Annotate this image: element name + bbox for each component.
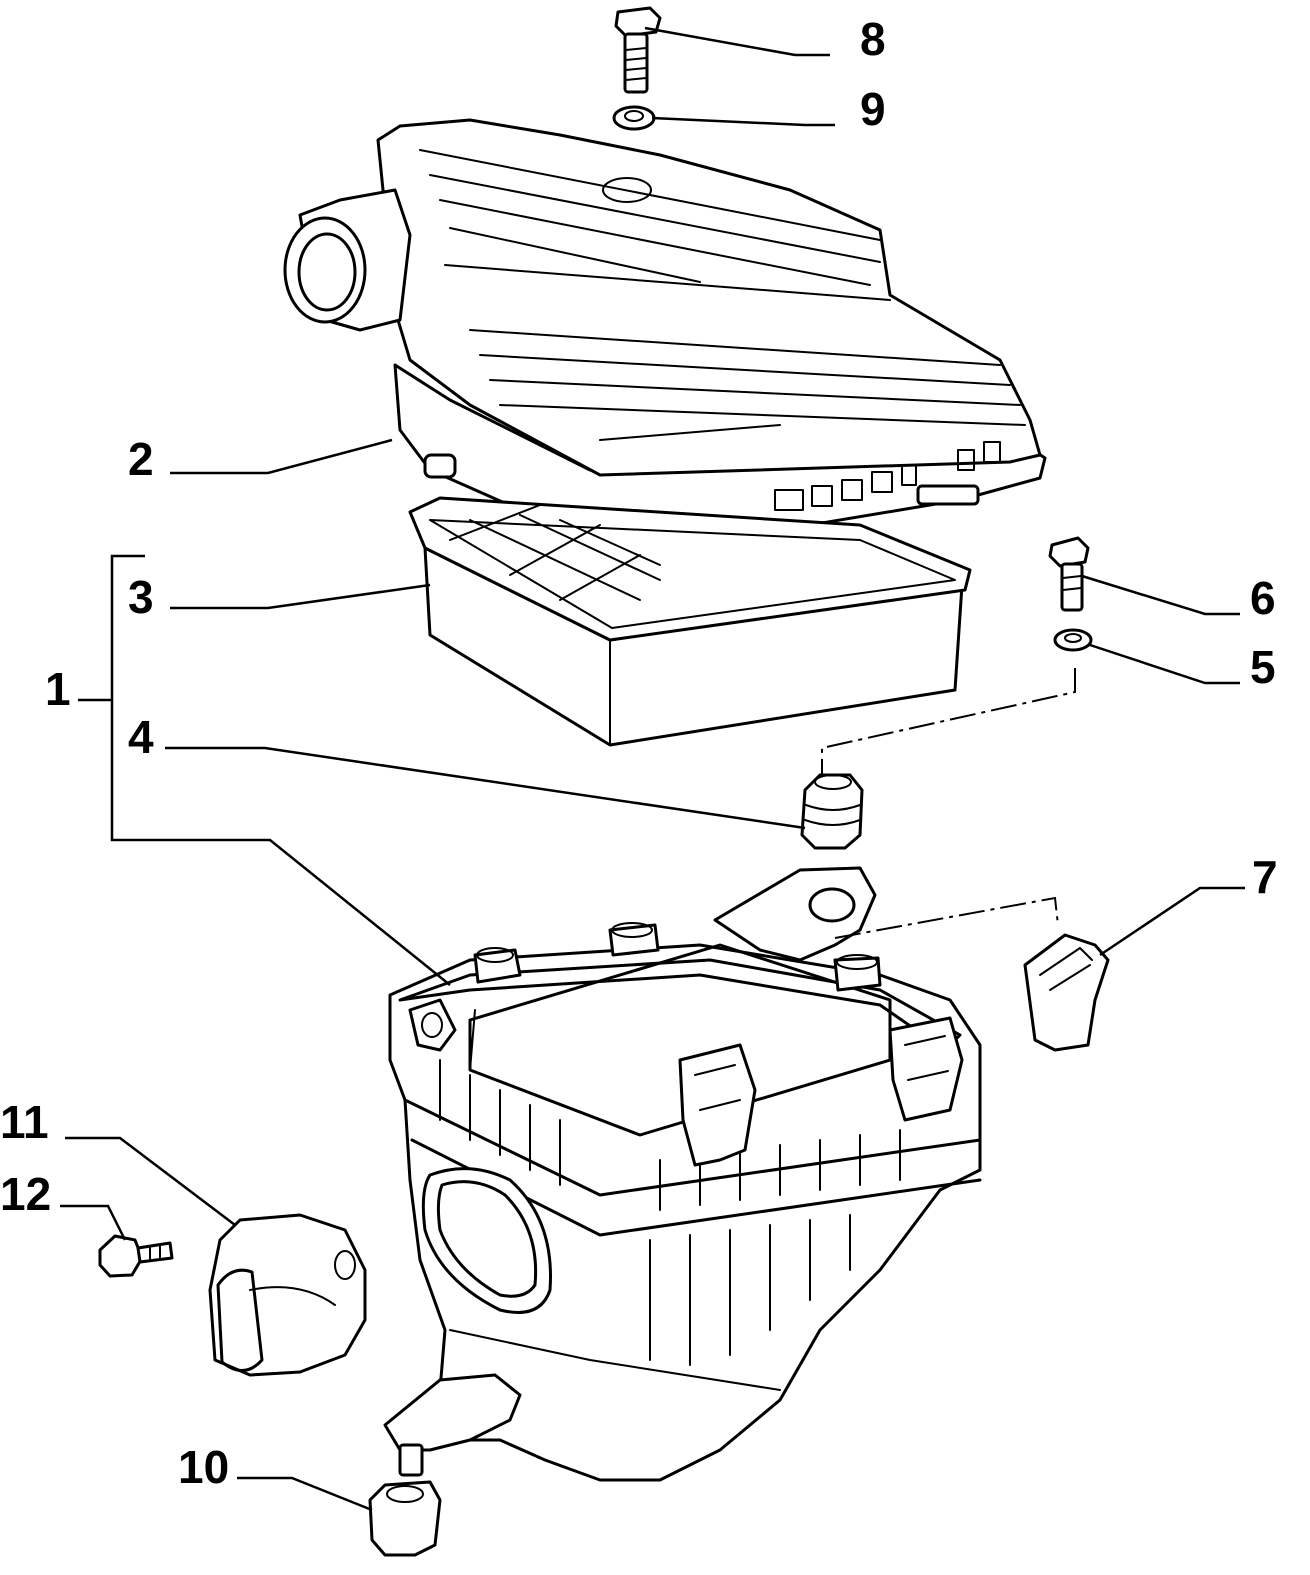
callout-10: 10 [178, 1441, 229, 1493]
callout-9: 9 [860, 83, 886, 135]
part-8-bolt[interactable] [614, 6, 662, 94]
callout-labels: 8 9 2 3 1 4 6 5 7 11 12 10 [0, 13, 1278, 1493]
part-10-drain-cap[interactable] [368, 1480, 442, 1557]
callout-4: 4 [128, 711, 154, 763]
part-2-filter-cover[interactable] [283, 118, 1047, 547]
filter-housing-lower [383, 866, 982, 1482]
part-5-washer[interactable] [1053, 628, 1093, 652]
part-6-bolt[interactable] [1048, 536, 1090, 612]
assembly-dashed-lines [821, 668, 1076, 939]
callout-7: 7 [1252, 851, 1278, 903]
callout-8: 8 [860, 13, 886, 65]
part-11-outlet-adapter[interactable] [208, 1213, 367, 1377]
part-4-rubber-mount[interactable] [800, 773, 864, 850]
part-9-washer[interactable] [612, 105, 656, 131]
part-12-screw[interactable] [98, 1234, 174, 1278]
callout-1: 1 [45, 663, 71, 715]
leader-lines [60, 26, 1245, 1512]
callout-3: 3 [128, 571, 154, 623]
callout-5: 5 [1250, 641, 1276, 693]
callout-2: 2 [128, 433, 154, 485]
callout-11: 11 [0, 1096, 49, 1148]
callout-6: 6 [1250, 572, 1276, 624]
part-3-filter-element[interactable] [408, 496, 972, 747]
callout-12: 12 [0, 1168, 51, 1220]
part-7-clip[interactable] [1023, 933, 1110, 1052]
